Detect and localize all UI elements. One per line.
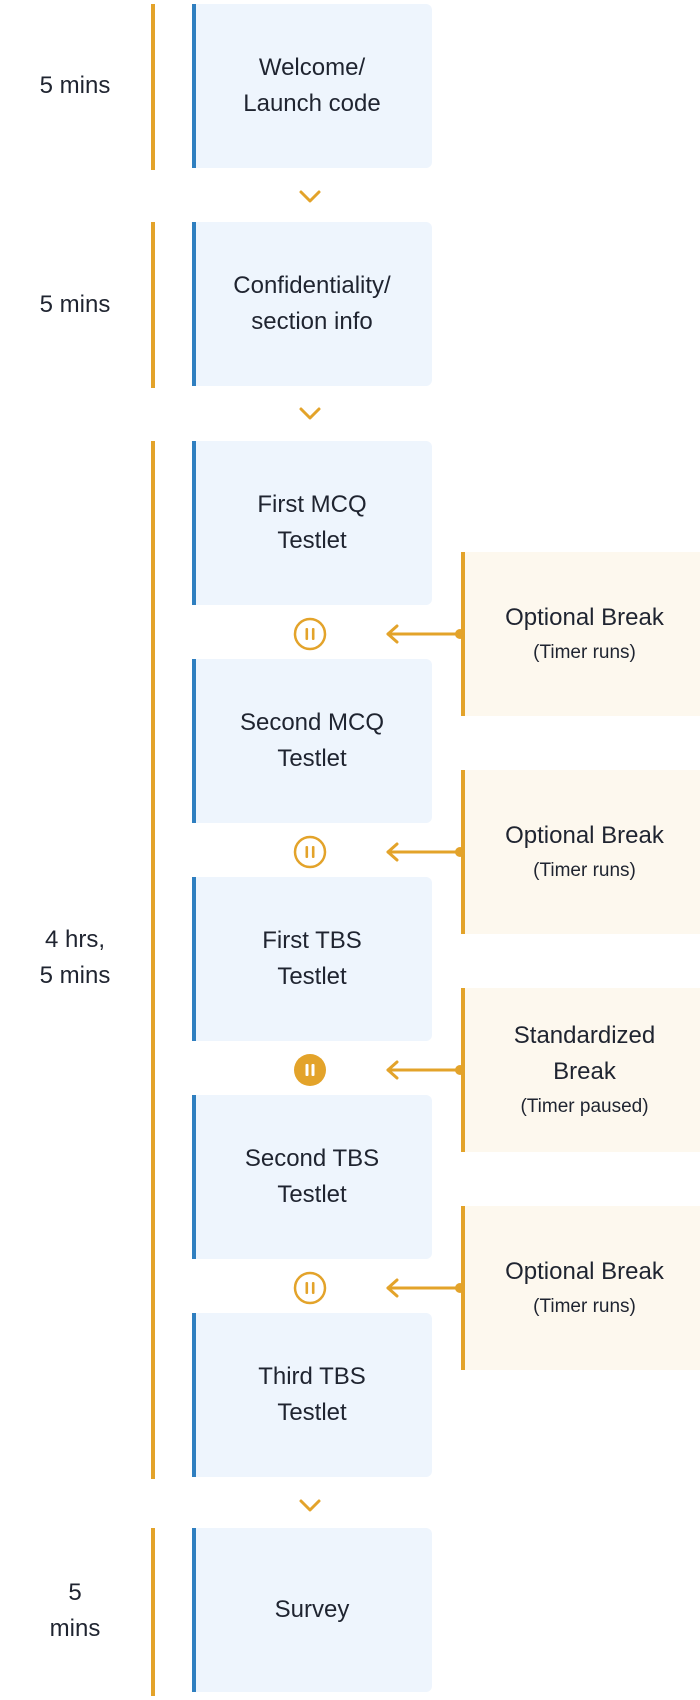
break-title-line: Optional Break [505, 604, 664, 631]
pause-outline-icon [293, 617, 327, 651]
arrow-left-icon [386, 624, 464, 644]
step-label-line: Launch code [243, 90, 381, 117]
step-label-line: Survey [274, 1596, 350, 1623]
step-label-line: Confidentiality/ [233, 272, 391, 299]
break-title: Standardized Break [514, 1018, 655, 1090]
time-label-confidentiality: 5 mins [10, 287, 140, 323]
step-label-line: section info [251, 308, 373, 335]
step-label-line: Third TBS [258, 1363, 366, 1390]
break-timer-note: (Timer runs) [533, 860, 636, 881]
duration-line-testlets [151, 441, 155, 1479]
step-label-line: Testlet [277, 963, 347, 990]
step-label-line: First TBS [262, 927, 362, 954]
step-label-line: Testlet [277, 1399, 347, 1426]
time-label-line: 5 mins [39, 72, 111, 99]
duration-line-survey [151, 1528, 155, 1696]
step-label-line: Welcome/ [258, 54, 366, 81]
break-box-standardized: Standardized Break (Timer paused) [461, 988, 700, 1152]
break-box-optional-2: Optional Break (Timer runs) [461, 770, 700, 934]
break-title: Optional Break [505, 1254, 664, 1290]
step-second-tbs: Second TBS Testlet [192, 1095, 432, 1259]
break-box-optional-3: Optional Break (Timer runs) [461, 1206, 700, 1370]
step-label-line: Testlet [277, 1181, 347, 1208]
step-label-line: Second MCQ [239, 709, 385, 736]
chevron-down-icon [299, 407, 321, 420]
break-title-line: Optional Break [505, 822, 664, 849]
break-title-line: Standardized [513, 1022, 656, 1049]
pause-outline-icon [293, 1271, 327, 1305]
break-title-line: Break [553, 1058, 616, 1085]
step-label-line: Testlet [277, 745, 347, 772]
time-label-line: 4 hrs, [44, 926, 106, 953]
break-box-optional-1: Optional Break (Timer runs) [461, 552, 700, 716]
arrow-left-icon [386, 842, 464, 862]
time-label-testlets: 4 hrs, 5 mins [10, 922, 140, 994]
step-label-line: First MCQ [257, 491, 367, 518]
break-title-line: Optional Break [505, 1258, 664, 1285]
break-timer-note: (Timer paused) [520, 1096, 649, 1117]
step-welcome: Welcome/ Launch code [192, 4, 432, 168]
time-label-welcome: 5 mins [10, 68, 140, 104]
arrow-left-icon [386, 1278, 464, 1298]
step-first-tbs: First TBS Testlet [192, 877, 432, 1041]
pause-filled-icon [294, 1054, 326, 1086]
step-label-line: Testlet [277, 527, 347, 554]
pause-outline-icon [293, 835, 327, 869]
step-survey: Survey [192, 1528, 432, 1692]
step-third-tbs: Third TBS Testlet [192, 1313, 432, 1477]
duration-line-confidentiality [151, 222, 155, 388]
step-first-mcq: First MCQ Testlet [192, 441, 432, 605]
step-label-line: Second TBS [244, 1145, 380, 1172]
break-title: Optional Break [505, 818, 664, 854]
time-label-line: 5 mins [39, 962, 111, 989]
break-timer-note: (Timer runs) [533, 1296, 636, 1317]
time-label-line: mins [49, 1615, 101, 1642]
break-timer-note: (Timer runs) [533, 642, 636, 663]
chevron-down-icon [299, 1499, 321, 1512]
duration-line-welcome [151, 4, 155, 170]
time-label-survey: 5 mins [10, 1575, 140, 1647]
time-label-line: 5 [68, 1579, 82, 1606]
step-confidentiality: Confidentiality/ section info [192, 222, 432, 386]
chevron-down-icon [299, 190, 321, 203]
time-label-line: 5 mins [39, 291, 111, 318]
break-title: Optional Break [505, 600, 664, 636]
arrow-left-icon [386, 1060, 464, 1080]
step-second-mcq: Second MCQ Testlet [192, 659, 432, 823]
